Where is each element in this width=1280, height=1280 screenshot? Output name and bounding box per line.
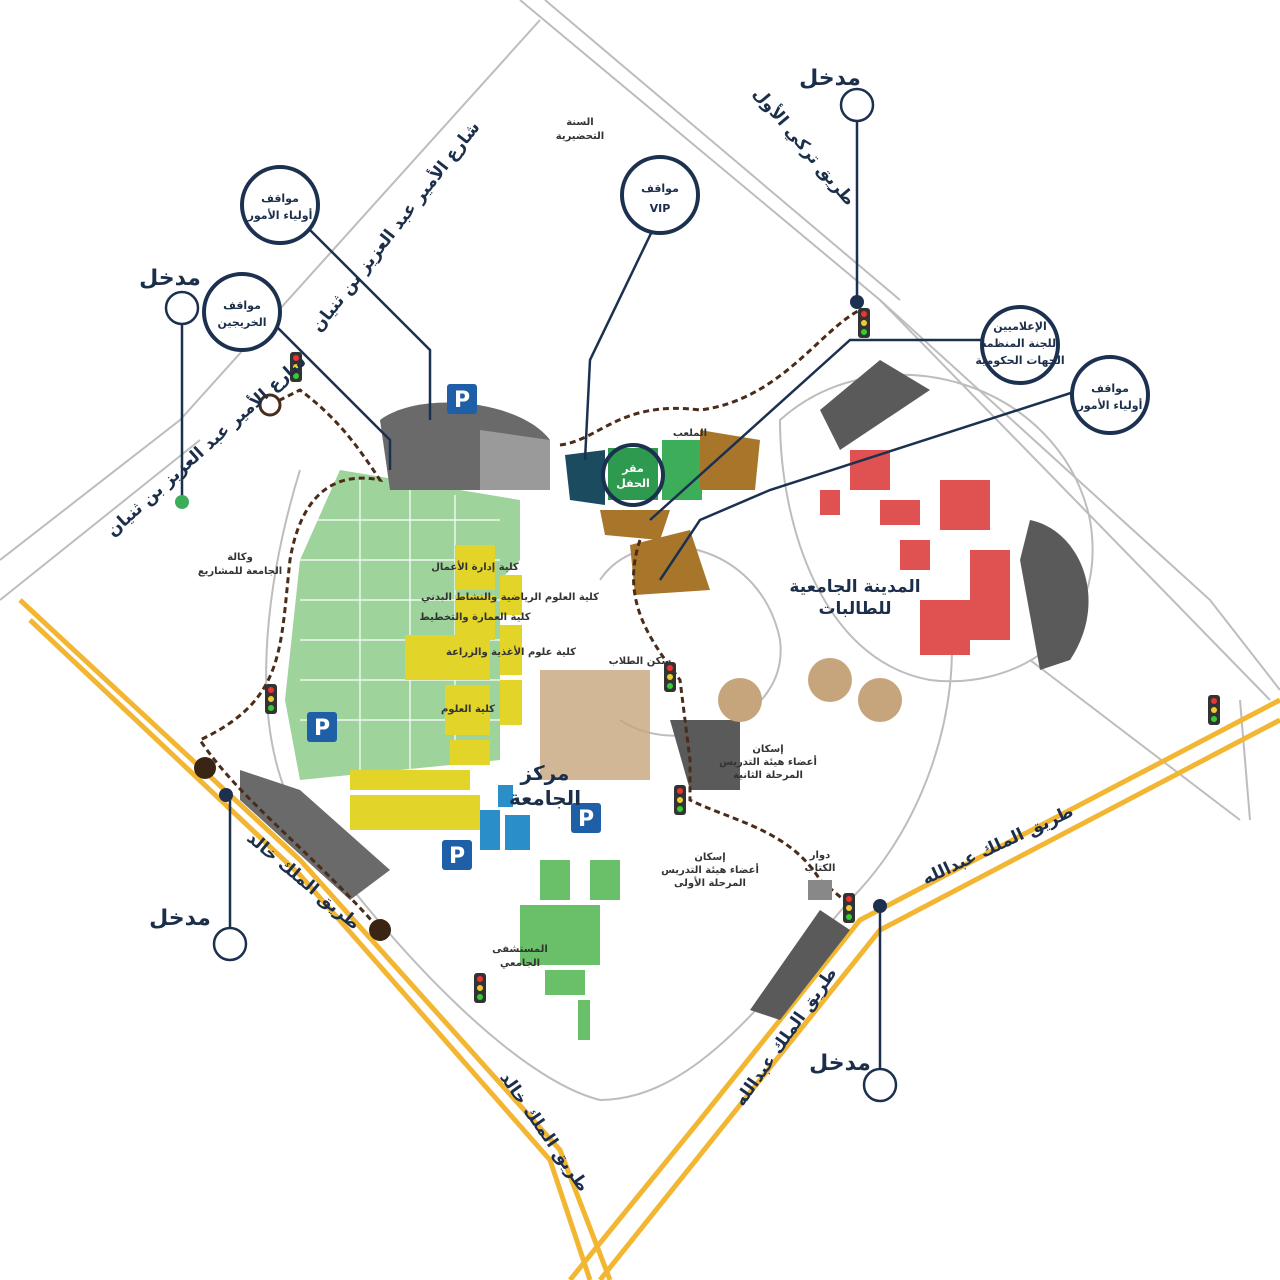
entrance-label: مدخل [139,266,201,291]
hospital-buildings [520,860,620,1040]
ceremony-label-2: الحفل [616,477,650,490]
college-label: كلية العمارة والتخطيط [419,612,530,623]
parking-sign-icon [571,803,601,833]
svg-text:P: P [454,388,470,413]
women-city-buildings [820,450,1010,655]
shuttle-route [197,308,861,931]
entrance-label: مدخل [809,1051,871,1076]
prep-year-label: السنة [566,117,594,128]
hospital-label: المستشفى [492,944,548,955]
stadium-lots [565,430,760,595]
center-label-2: الجامعة [509,786,581,810]
college-label: كلية إدارة الأعمال [431,560,519,573]
college-label: كلية علوم الأغذية والزراعة [446,645,576,658]
ceremony-venue [608,448,658,500]
faculty-phase2-label-3: المرحلة الثانية [733,770,803,781]
college-label: كلية العلوم الرياضية والنشاط البدني [421,592,599,603]
svg-text:P: P [578,807,594,832]
callout-vip-2: VIP [650,202,671,215]
entrance-label: مدخل [149,906,211,931]
callout-circles[interactable] [202,155,1150,507]
callout-parents-right-2: أولياء الأمور [1077,398,1143,412]
entrance-label: مدخل [799,66,861,91]
road-outlines [0,0,1280,1102]
callout-vip: مواقف [641,182,679,195]
colleges [350,545,522,830]
women-city-label-2: للطالبات [818,599,891,619]
stadium-label: الملعب [673,428,707,439]
faculty-phase2-label: إسكان [752,744,783,755]
faculty-phase1-label: إسكان [694,852,725,863]
ceremony-label: مقر [621,462,644,475]
center-label: مركز [520,761,570,785]
callout-lines [180,120,1081,1070]
callout-parents-left-2: أولياء الأمور [247,208,313,222]
parking-signs[interactable]: P P P P [307,384,601,870]
entrance-markers[interactable] [164,87,898,1103]
book-roundabout-label: دوار [809,850,831,861]
traffic-lights [265,308,1220,1003]
faculty-phase2-label-2: أعضاء هيئة التدريس [719,755,817,768]
callout-media: الإعلاميين [993,320,1047,333]
projects-agency-label-2: الجامعة للمشاريع [198,566,282,577]
faculty-phase1-label-2: أعضاء هيئة التدريس [661,863,759,876]
route-dots [175,295,887,941]
callout-parents-right: مواقف [1091,382,1129,395]
callout-media-2: اللجنة المنظمة [980,337,1060,350]
parking-sign-icon [307,712,337,742]
college-label: كلية العلوم [441,704,495,715]
parking-sign-icon [447,384,477,414]
faculty-phase1-label-3: المرحلة الأولى [674,876,746,889]
callout-graduates: مواقف [223,299,261,312]
callout-graduates-2: الخريجين [217,316,266,329]
road-label-khalid-2: طريق الملك خالد [495,1068,592,1195]
women-city-label: المدينة الجامعية [789,577,920,597]
university-center [480,785,530,850]
student-housing [540,658,902,780]
grey-lots [240,360,1089,1020]
book-roundabout-icon [808,880,832,900]
student-housing-label: سكن الطلاب [609,656,672,667]
callout-parents-left: مواقف [261,192,299,205]
svg-text:P: P [449,844,465,869]
hospital-label-2: الجامعي [500,958,540,969]
road-label-prince-left: شارع الأمير عبد العزيز بن ثنيان [102,351,310,541]
parking-sign-icon [442,840,472,870]
projects-agency-label: وكالة [227,552,253,563]
road-label-abdullah-1: طريق الملك عبدالله [919,802,1076,890]
book-roundabout-label-2: الكتاب [805,863,836,874]
road-label-prince-top: شارع الأمير عبد العزيز بن ثنيان [307,117,484,336]
prep-year-label-2: التحضيرية [556,131,604,142]
callout-media-3: الجهات الحكومية [975,354,1064,367]
svg-text:P: P [314,716,330,741]
